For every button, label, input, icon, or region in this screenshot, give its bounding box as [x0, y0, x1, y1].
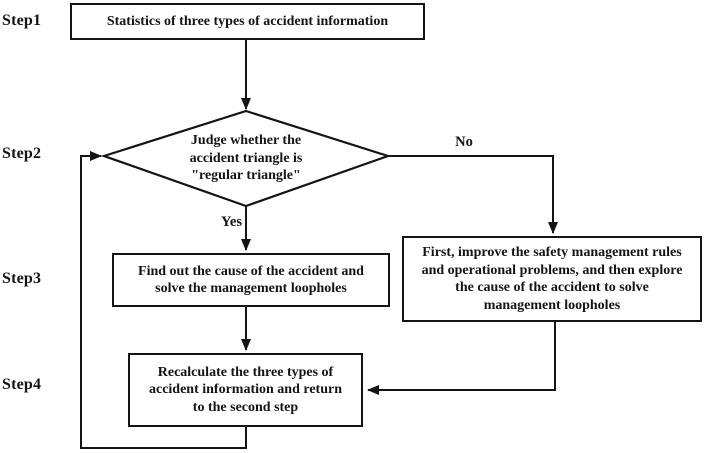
step-label-1: Step1: [2, 12, 42, 29]
node-recalculate-box: Recalculate the three types of accident …: [128, 353, 363, 427]
arrow-no-branch: [388, 155, 558, 234]
step-label-3: Step3: [2, 270, 42, 287]
node-improve-rules-text: First, improve the safety management rul…: [421, 245, 683, 313]
arrow-rightbox-to-step4: [367, 322, 556, 395]
node-improve-rules-box: First, improve the safety management rul…: [402, 236, 702, 322]
node-decision-text: Judge whether the accident triangle is "…: [189, 133, 303, 183]
node-find-cause-text: Find out the cause of the accident and s…: [138, 263, 364, 297]
node-statistics-text: Statistics of three types of accident in…: [106, 13, 389, 29]
branch-label-yes: Yes: [221, 214, 242, 230]
branch-label-no: No: [455, 134, 473, 150]
step-label-4: Step4: [2, 376, 42, 393]
node-recalculate-text: Recalculate the three types of accident …: [148, 364, 342, 415]
arrow-feedback-loop: [80, 151, 247, 449]
step-label-2: Step2: [2, 145, 42, 162]
node-find-cause-box: Find out the cause of the accident and s…: [112, 253, 390, 307]
node-statistics-box: Statistics of three types of accident in…: [70, 3, 425, 40]
